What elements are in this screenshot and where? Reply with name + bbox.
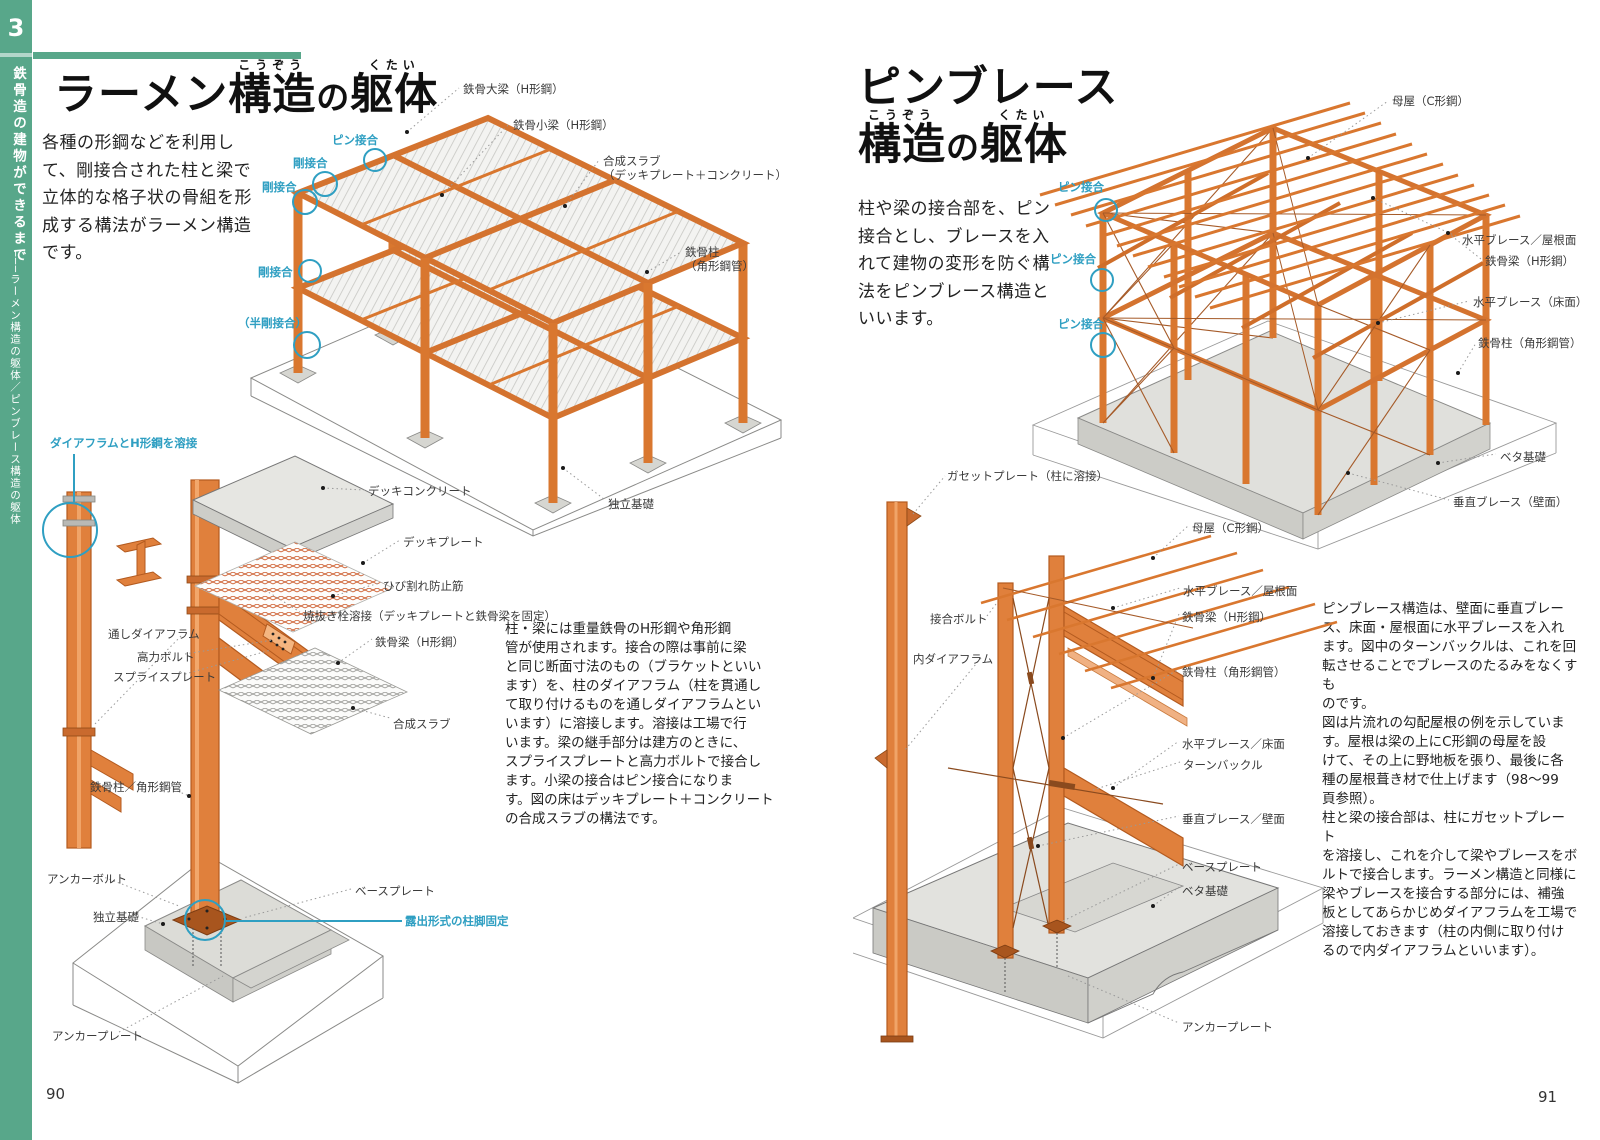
label-rigid-joint: 剛接合 [262, 180, 297, 194]
label-pin-joint: ピン接合 [1058, 317, 1104, 331]
label-horizontal-brace-roof: 水平ブレース／屋根面 [1183, 584, 1298, 598]
title-ruby: 躯体くたい [980, 108, 1068, 170]
label-turnbuckle: ターンバックル [1183, 758, 1263, 772]
joint-marker-circle [298, 259, 322, 283]
label-rigid-joint: 剛接合 [293, 156, 328, 170]
sidebar-divider [0, 53, 32, 57]
title-ruby: 構造こうぞう [228, 58, 317, 120]
chapter-number: 3 [7, 14, 25, 42]
title-text: ピンブレース [858, 63, 1119, 113]
label-deck-concrete: デッキコンクリート [368, 484, 472, 498]
joint-marker-circle [363, 148, 387, 172]
joint-marker-circle [1090, 332, 1116, 358]
label-steel-column: 鉄骨柱／角形鋼管 [90, 780, 182, 794]
joint-marker-circle [293, 331, 321, 359]
right-page-title: ピンブレース 構造こうぞうの躯体くたい [858, 63, 1119, 170]
left-page-title: ラーメン構造こうぞうの躯体くたい [54, 58, 439, 120]
label-diaphragm-weld-note: ダイアフラムとH形鋼を溶接 [50, 436, 198, 450]
label-steel-column: 鉄骨柱（角形鋼管） [1182, 665, 1286, 679]
title-ruby: 躯体くたい [350, 58, 439, 120]
joint-marker-circle [292, 189, 318, 215]
label-rigid-joint: 剛接合 [258, 265, 293, 279]
joint-marker-circle [184, 899, 226, 941]
label-steel-column: 鉄骨柱（角形鋼管） [1478, 336, 1582, 350]
label-base-plate: ベースプレート [1182, 860, 1262, 874]
leader-line [226, 920, 402, 922]
label-splice-plate: スプライスプレート [113, 670, 217, 684]
left-body-paragraph: 柱・梁には重量鉄骨のH形鋼や角形鋼 管が使用されます。接合の際は事前に梁 と同じ… [505, 621, 774, 827]
left-page-number: 90 [46, 1085, 66, 1103]
label-steel-beam: 鉄骨梁（H形鋼） [1485, 254, 1575, 268]
label-steel-beam: 鉄骨梁（H形鋼） [375, 635, 465, 649]
label-purlin: 母屋（C形鋼） [1192, 521, 1270, 535]
label-crack-prevention-bar: ひび割れ防止筋 [383, 579, 464, 593]
label-deck-plate: デッキプレート [403, 535, 484, 549]
label-isolated-footing: 独立基礎 [93, 910, 139, 924]
right-page-number: 91 [1538, 1088, 1558, 1106]
title-accent-bar [33, 52, 301, 59]
label-exposed-column-base: 露出形式の柱脚固定 [405, 914, 509, 928]
right-intro-paragraph: 柱や梁の接合部を、ピン 接合とし、ブレースを入 れて建物の変形を防ぐ構 法をピン… [858, 199, 1051, 329]
label-pin-joint: ピン接合 [332, 133, 378, 147]
joint-marker-circle [312, 171, 338, 197]
chapter-sidebar: 3 鉄骨造の建物ができるまで ───ラーメン構造の躯体／ピンブレース構造の躯体 [0, 0, 32, 1140]
label-plug-weld: 焼抜き栓溶接（デッキプレートと鉄骨梁を固定） [303, 609, 556, 623]
label-horizontal-brace-floor: 水平ブレース／床面 [1182, 737, 1285, 751]
label-horizontal-brace-floor: 水平ブレース（床面） [1473, 295, 1588, 309]
title-text: ラーメン [54, 70, 229, 120]
label-vertical-brace-wall: 垂直ブレース（壁面） [1453, 495, 1568, 509]
joint-marker-circle [1094, 198, 1118, 222]
label-joint-bolt: 接合ボルト [930, 612, 988, 626]
label-anchor-bolt: アンカーボルト [47, 872, 128, 886]
label-horizontal-brace-roof: 水平ブレース／屋根面 [1462, 233, 1577, 247]
label-anchor-plate: アンカープレート [1182, 1020, 1273, 1034]
rahmen-detail-diagram [62, 455, 408, 1084]
label-through-diaphragm: 通しダイアフラム [108, 627, 200, 641]
label-composite-slab: 合成スラブ [393, 717, 451, 731]
label-steel-beam: 鉄骨梁（H形鋼） [1182, 610, 1272, 624]
label-mat-foundation: ベタ基礎 [1182, 884, 1228, 898]
label-mat-foundation: ベタ基礎 [1500, 450, 1546, 464]
label-purlin: 母屋（C形鋼） [1392, 94, 1470, 108]
leader-line [73, 454, 75, 502]
pinbrace-detail-diagram [853, 475, 1338, 1043]
label-pin-joint: ピン接合 [1050, 252, 1096, 266]
title-ruby: 構造こうぞう [858, 108, 946, 170]
label-composite-slab: 合成スラブ （デッキプレート＋コンクリート） [603, 154, 787, 183]
rahmen-frame-diagram [249, 87, 783, 537]
left-intro-paragraph: 各種の形鋼などを利用し て、剛接合された柱と梁で 立体的な格子状の骨組を形 成す… [42, 133, 252, 263]
label-steel-girder: 鉄骨大梁（H形鋼） [463, 82, 564, 96]
label-gusset-plate: ガセットプレート（柱に溶接） [947, 469, 1108, 483]
label-steel-secondary-beam: 鉄骨小梁（H形鋼） [513, 118, 614, 132]
label-base-plate: ベースプレート [355, 884, 435, 898]
label-inner-diaphragm: 内ダイアフラム [913, 652, 994, 666]
label-isolated-footing: 独立基礎 [608, 497, 654, 511]
label-semi-rigid-joint: （半剛接合） [238, 316, 307, 330]
label-anchor-plate: アンカープレート [52, 1029, 143, 1043]
section-title-vertical: ───ラーメン構造の躯体／ピンブレース構造の躯体 [9, 250, 21, 526]
label-steel-column: 鉄骨柱 （角形鋼管） [685, 245, 754, 274]
joint-marker-circle [1090, 268, 1114, 292]
label-pin-joint: ピン接合 [1058, 180, 1104, 194]
chapter-title-vertical: 鉄骨造の建物ができるまで [10, 66, 26, 264]
pinbrace-frame-diagram [1031, 100, 1558, 550]
label-vertical-brace-wall: 垂直ブレース／壁面 [1182, 812, 1285, 826]
joint-marker-circle [42, 502, 98, 558]
right-body-paragraph: ピンブレース構造は、壁面に垂直ブレー ス、床面・屋根面に水平ブレースを入れ ます… [1322, 601, 1578, 959]
label-high-tension-bolt: 高力ボルト [137, 650, 195, 664]
